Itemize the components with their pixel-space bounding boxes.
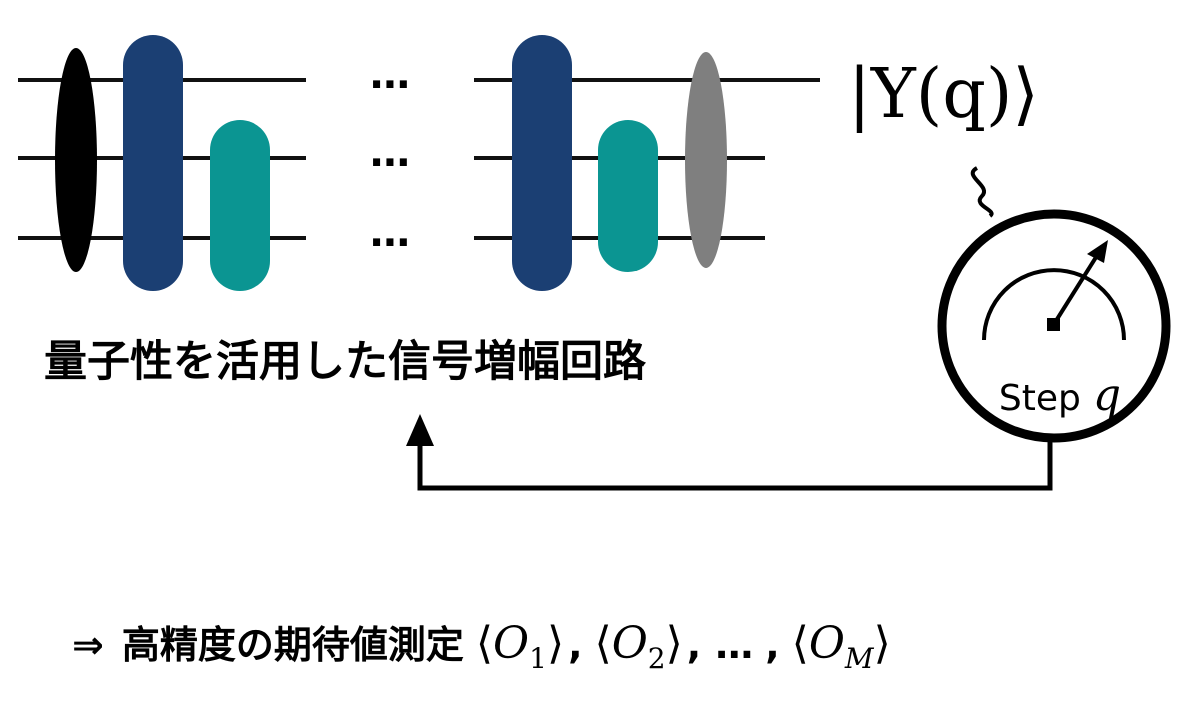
bracket-open-1: ⟨ — [476, 618, 493, 669]
meter-step-variable: q — [1093, 370, 1121, 421]
result-text: 高精度の期待値測定 — [122, 623, 464, 667]
bracket-close-1: ⟩ — [547, 618, 564, 669]
result-line: ⇒ 高精度の期待値測定 ⟨O1⟩ , ⟨O2⟩ , … , ⟨OM⟩ — [72, 618, 891, 675]
bracket-open-3: ⟨ — [792, 618, 809, 669]
final-gate — [685, 52, 727, 268]
observable-2-symbol: O — [612, 618, 648, 669]
feedback-arrow-line — [417, 438, 1053, 491]
two-qubit-gate-2 — [598, 120, 658, 272]
bracket-close-3: ⟩ — [874, 618, 891, 669]
meter-step-label: Step — [999, 378, 1081, 419]
entangling-gate-1 — [123, 35, 183, 291]
output-state-ket: |Υ(q)⟩ — [848, 55, 1039, 134]
observable-m-symbol: O — [809, 618, 845, 669]
meter-dial-arc — [982, 268, 1126, 341]
observable-m-sub: M — [844, 642, 875, 675]
ellipsis-wire-3: ⋯ — [370, 220, 410, 266]
meter-needle-arrowhead — [1087, 240, 1108, 263]
separator-1: , — [568, 623, 582, 667]
circuit-caption: 量子性を活用した信号増幅回路 — [44, 337, 647, 387]
measurement-connector — [970, 166, 994, 218]
implies-arrow: ⇒ — [72, 623, 104, 667]
observable-2-sub: 2 — [648, 642, 666, 675]
meter-label: Step q — [999, 370, 1121, 421]
observable-1-symbol: O — [493, 618, 529, 669]
bracket-open-2: ⟨ — [595, 618, 612, 669]
measurement-meter: Step q — [937, 209, 1171, 443]
feedback-arrowhead — [406, 414, 434, 446]
result-dots: … — [715, 623, 753, 667]
separator-3: , — [765, 623, 779, 667]
ellipsis-wire-1: ⋯ — [370, 62, 410, 108]
observable-1-sub: 1 — [529, 642, 547, 675]
entangling-gate-2 — [512, 35, 572, 291]
separator-2: , — [687, 623, 701, 667]
ellipsis-wire-2: ⋯ — [370, 140, 410, 186]
bracket-close-2: ⟩ — [666, 618, 683, 669]
two-qubit-gate-1 — [210, 120, 270, 291]
meter-needle — [1052, 252, 1100, 326]
initial-state-gate — [55, 48, 97, 272]
